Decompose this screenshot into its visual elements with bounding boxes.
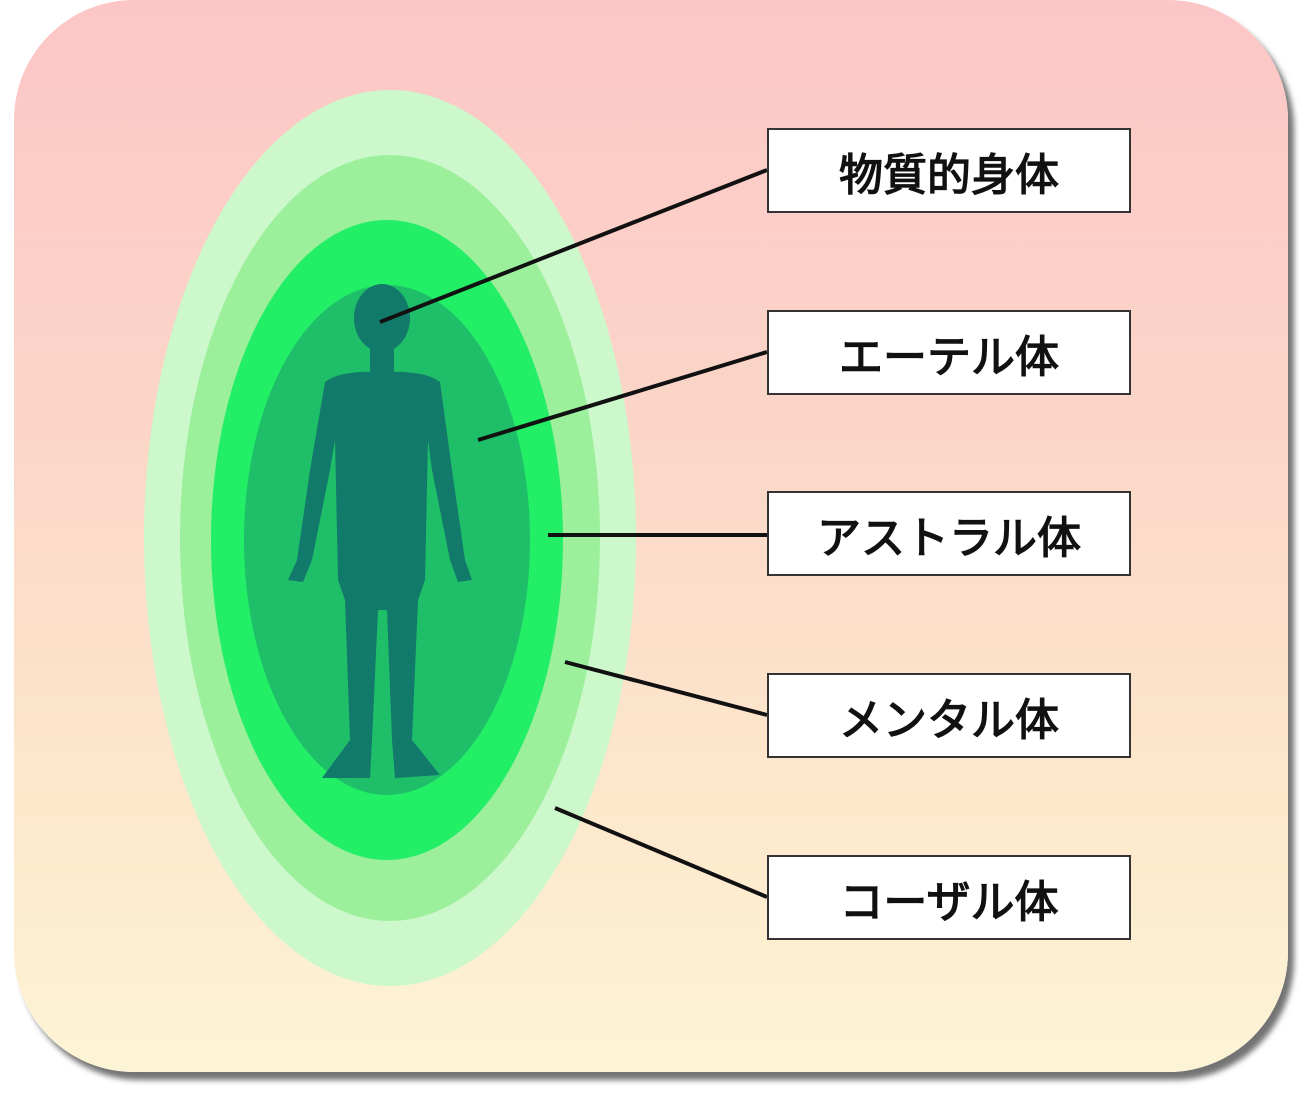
connector-line xyxy=(379,168,768,324)
label-etheric-body: エーテル体 xyxy=(767,310,1131,395)
label-mental-body: メンタル体 xyxy=(767,673,1131,758)
label-physical-body: 物質的身体 xyxy=(767,128,1131,213)
connector-line xyxy=(554,806,768,899)
connector-lines xyxy=(379,168,768,899)
connector-line xyxy=(477,350,768,442)
connector-line xyxy=(564,660,768,717)
human-figure-icon xyxy=(288,284,472,778)
label-astral-body: アストラル体 xyxy=(767,491,1131,576)
label-causal-body: コーザル体 xyxy=(767,855,1131,940)
